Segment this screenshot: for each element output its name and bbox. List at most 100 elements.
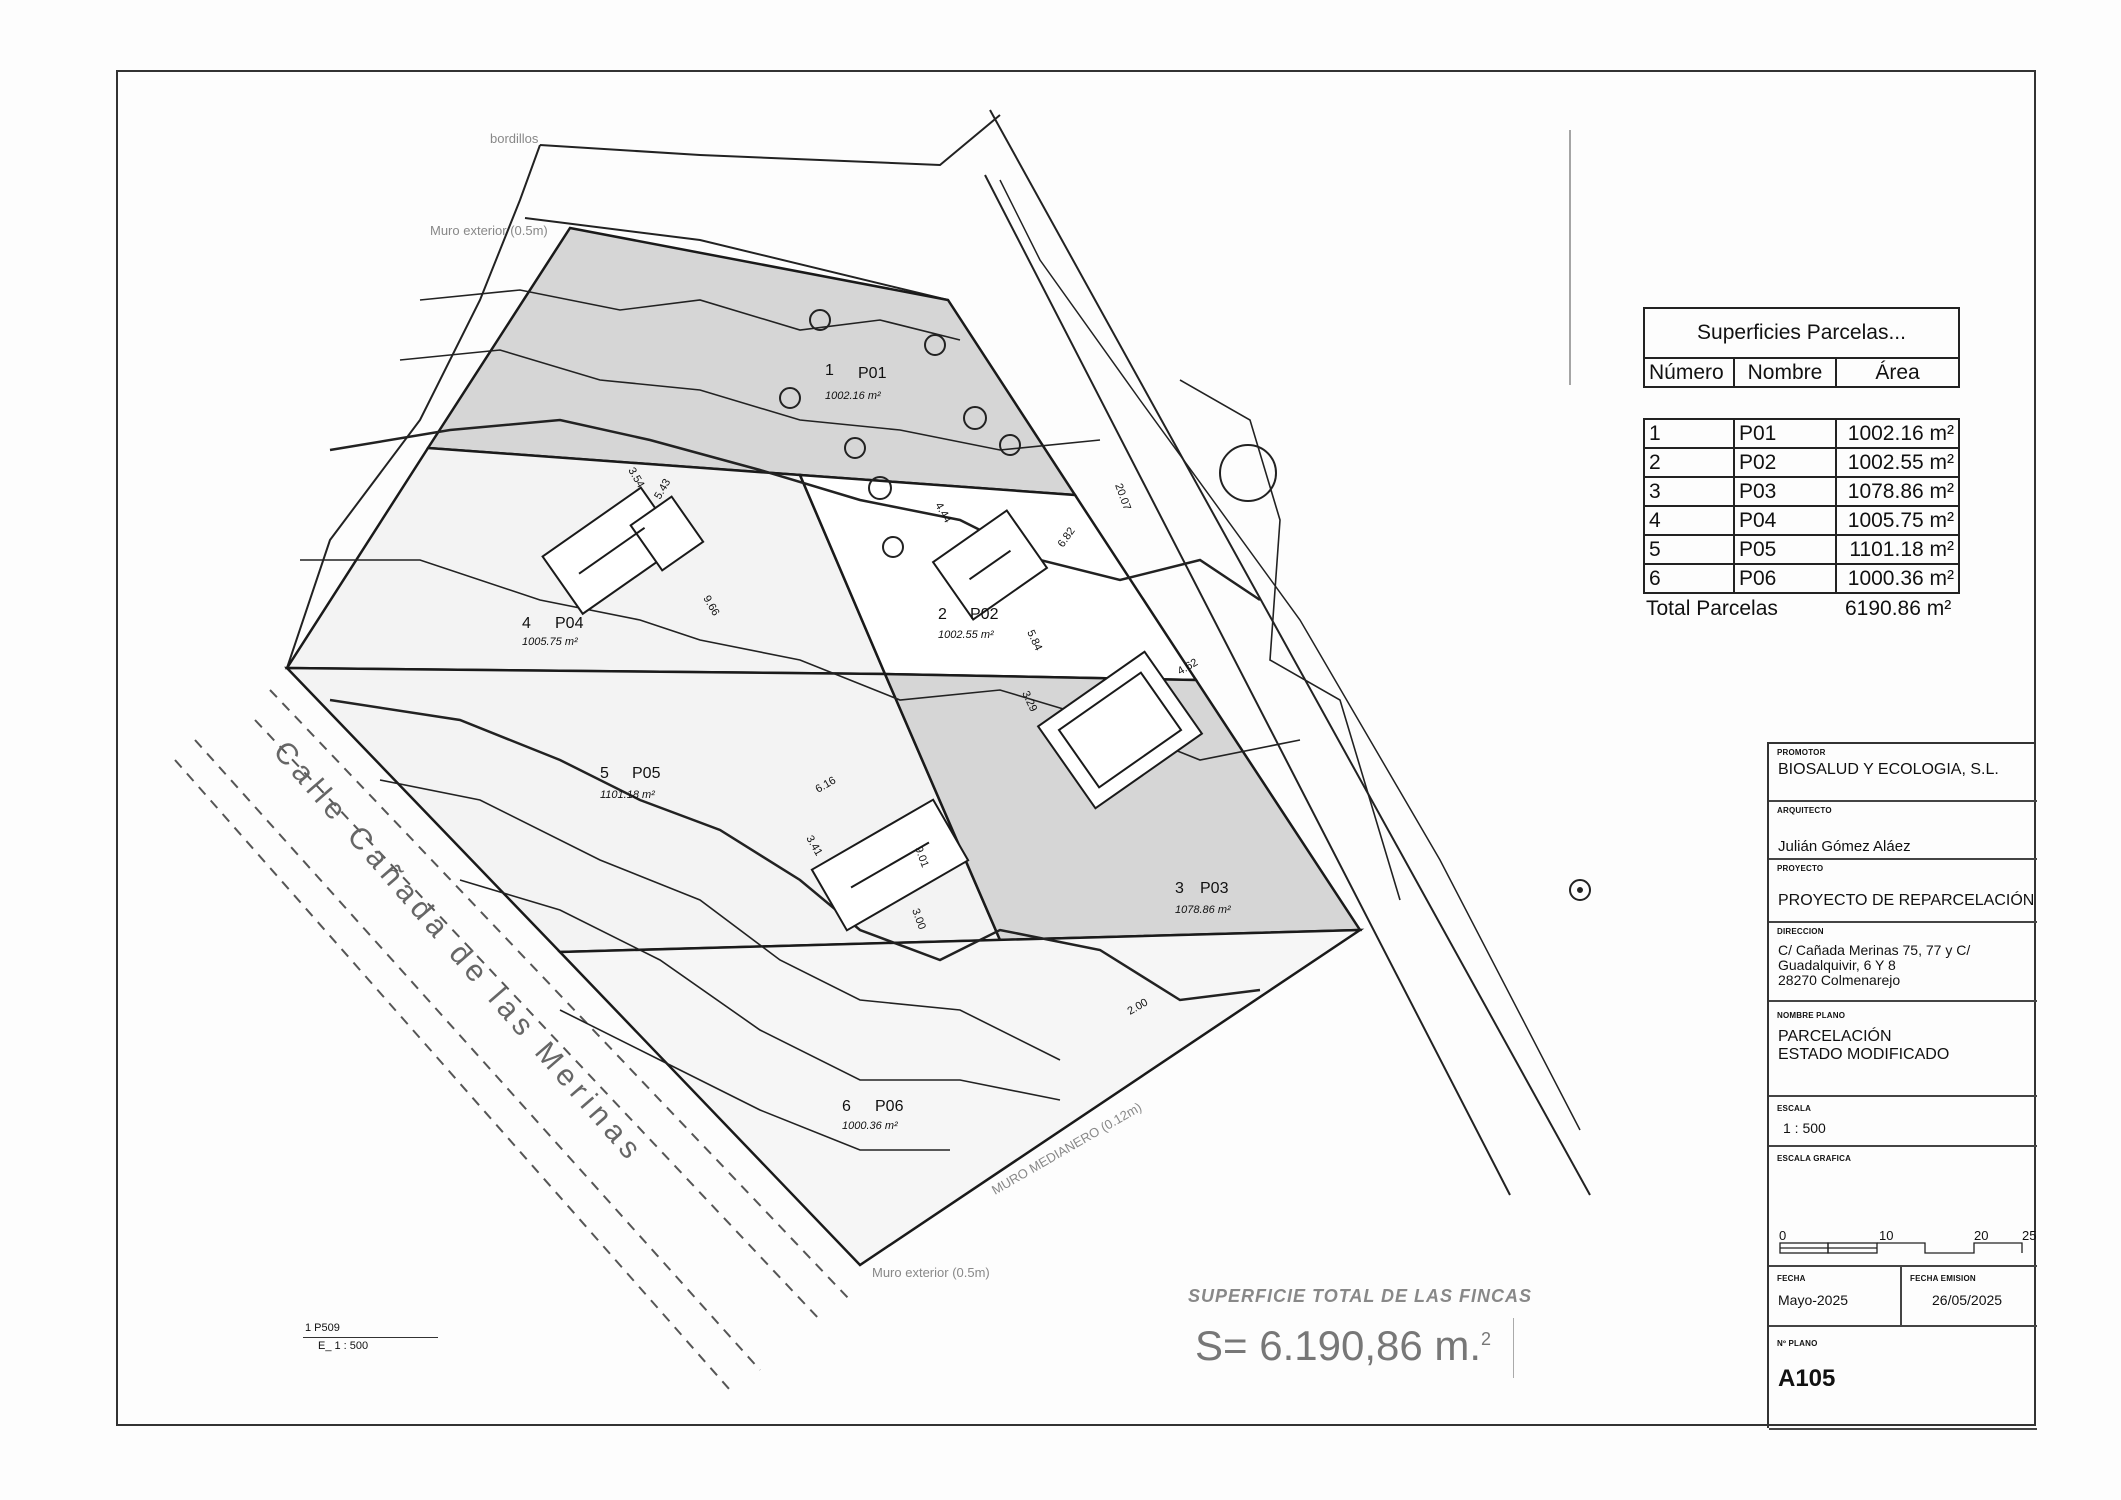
graphic-scale-bar bbox=[1779, 1242, 2023, 1254]
contour-line bbox=[559, 1009, 950, 1151]
proyecto-value: PROYECTO DE REPARCELACIÓN bbox=[1778, 892, 2035, 909]
contour-line bbox=[399, 349, 1101, 451]
cell-name: P04 bbox=[1733, 505, 1837, 536]
parcel-area: 1078.86 m² bbox=[1175, 904, 1231, 916]
contour-lines bbox=[300, 289, 1401, 1151]
surface-divider bbox=[1513, 1318, 1514, 1378]
left-outer-line bbox=[286, 144, 541, 669]
dimension-label: 20.07 bbox=[1112, 482, 1133, 512]
total-parcels-label: Total Parcelas bbox=[1646, 597, 1778, 620]
plano-num-cell: Nº PLANO A105 bbox=[1769, 1327, 2037, 1430]
street-lines bbox=[174, 689, 851, 1391]
tree-icon bbox=[924, 334, 946, 356]
fecha-emision-label: FECHA EMISION bbox=[1910, 1274, 1976, 1283]
reference-scale: E_ 1 : 500 bbox=[318, 1340, 369, 1352]
arquitecto-cell: ARQUITECTO Julián Gómez Aláez bbox=[1769, 802, 2037, 860]
parcel-name: P03 bbox=[1200, 880, 1229, 897]
curb-line bbox=[539, 114, 1001, 167]
roof-ridge bbox=[968, 549, 1012, 581]
cell-number: 1 bbox=[1643, 418, 1735, 449]
survey-point-dot bbox=[1577, 887, 1583, 893]
parcel-number: 4 bbox=[522, 615, 531, 632]
fecha-label: FECHA bbox=[1777, 1274, 1806, 1283]
tree-icon bbox=[809, 309, 831, 331]
scale-tick-label: 25 bbox=[2022, 1228, 2037, 1243]
survey-point-icon bbox=[1569, 879, 1591, 901]
nombre-plano-line-2: ESTADO MODIFICADO bbox=[1778, 1046, 1950, 1063]
road-curb bbox=[999, 179, 1581, 1131]
tree-icon bbox=[882, 536, 904, 558]
wall-line-top bbox=[524, 217, 949, 301]
buildings bbox=[541, 486, 1204, 932]
fecha-cell: FECHA Mayo-2025 bbox=[1769, 1267, 1902, 1327]
parcel-area: 1000.36 m² bbox=[842, 1120, 898, 1132]
parcel-number: 1 bbox=[825, 362, 834, 379]
direccion-line-2: Guadalquivir, 6 Y 8 bbox=[1778, 957, 1896, 973]
cell-area: 1002.55 m² bbox=[1835, 447, 1960, 478]
direccion-line-1: C/ Cañada Merinas 75, 77 y C/ bbox=[1778, 942, 1971, 958]
contour-line bbox=[379, 779, 1061, 1061]
muro-exterior-bottom-label: Muro exterior (0.5m) bbox=[872, 1265, 990, 1280]
tree-icon bbox=[844, 437, 866, 459]
direccion-line-3: 28270 Colmenarejo bbox=[1778, 972, 1901, 988]
cell-area: 1101.18 m² bbox=[1835, 534, 1960, 565]
sheet-frame bbox=[116, 70, 2036, 1426]
street-line-4 bbox=[174, 759, 731, 1391]
parcel-name: P06 bbox=[875, 1098, 904, 1115]
escala-grafica-cell: ESCALA GRAFICA 0 10 20 25 bbox=[1769, 1147, 2037, 1267]
surrounding-lines bbox=[286, 109, 1591, 1196]
area-table-header: Superficies Parcelas... Número Nombre Ár… bbox=[1643, 307, 1960, 388]
reference-code: 1 P509 bbox=[305, 1322, 340, 1334]
roof-ridge bbox=[578, 526, 646, 575]
total-surface-value: S= 6.190,86 m.2 bbox=[1195, 1322, 1491, 1370]
tree-icon bbox=[868, 476, 892, 500]
escala-value: 1 : 500 bbox=[1783, 1120, 1826, 1136]
house-p03 bbox=[1036, 650, 1204, 810]
cell-name: P06 bbox=[1733, 563, 1837, 594]
cell-name: P03 bbox=[1733, 476, 1837, 507]
proyecto-cell: PROYECTO PROYECTO DE REPARCELACIÓN bbox=[1769, 860, 2037, 923]
bordillos-label: bordillos bbox=[490, 131, 539, 146]
cell-area: 1002.16 m² bbox=[1835, 418, 1960, 449]
parcel-area: 1101.18 m² bbox=[600, 789, 655, 801]
plano-num-value: A105 bbox=[1778, 1365, 1836, 1392]
parcel-p06[interactable] bbox=[557, 928, 1365, 1267]
promotor-cell: PROMOTOR BIOSALUD Y ECOLOGIA, S.L. bbox=[1769, 744, 2037, 802]
parcels bbox=[284, 226, 1365, 1267]
parcel-labels: 1 P01 1002.16 m² 2 P02 1002.55 m² 3 P03 … bbox=[522, 362, 1231, 1132]
tree-icon bbox=[963, 406, 987, 430]
road-edge-1 bbox=[989, 109, 1591, 1196]
cell-area: 1000.36 m² bbox=[1835, 563, 1960, 594]
house-wing bbox=[629, 495, 705, 572]
parcel-area: 1002.16 m² bbox=[825, 390, 881, 402]
cell-name: P05 bbox=[1733, 534, 1837, 565]
nombre-plano-line-1: PARCELACIÓN bbox=[1778, 1028, 1892, 1045]
cell-name: P01 bbox=[1733, 418, 1837, 449]
muro-exterior-top-label: Muro exterior (0.5m) bbox=[430, 223, 548, 238]
reference-divider bbox=[303, 1337, 438, 1338]
parcel-name: P02 bbox=[970, 606, 999, 623]
cell-number: 3 bbox=[1643, 476, 1735, 507]
cell-number: 2 bbox=[1643, 447, 1735, 478]
parcel-name: P04 bbox=[555, 615, 584, 632]
total-surface-number: S= 6.190,86 m. bbox=[1195, 1322, 1482, 1369]
parcel-number: 5 bbox=[600, 765, 609, 782]
tree-icon bbox=[999, 434, 1021, 456]
roof-ridge bbox=[850, 841, 930, 889]
arquitecto-value: Julián Gómez Aláez bbox=[1778, 838, 1911, 855]
parcel-number: 3 bbox=[1175, 880, 1184, 897]
nombre-plano-label: NOMBRE PLANO bbox=[1777, 1011, 1846, 1020]
area-table-title: Superficies Parcelas... bbox=[1643, 307, 1960, 359]
parcel-number: 6 bbox=[842, 1098, 851, 1115]
parcel-name: P01 bbox=[858, 365, 887, 382]
cell-number: 6 bbox=[1643, 563, 1735, 594]
trees bbox=[779, 309, 1591, 901]
scale-tick-label: 20 bbox=[1974, 1228, 1989, 1243]
plano-num-label: Nº PLANO bbox=[1777, 1339, 1818, 1348]
large-tree-icon bbox=[1219, 444, 1277, 502]
parcel-area: 1002.55 m² bbox=[938, 629, 994, 641]
